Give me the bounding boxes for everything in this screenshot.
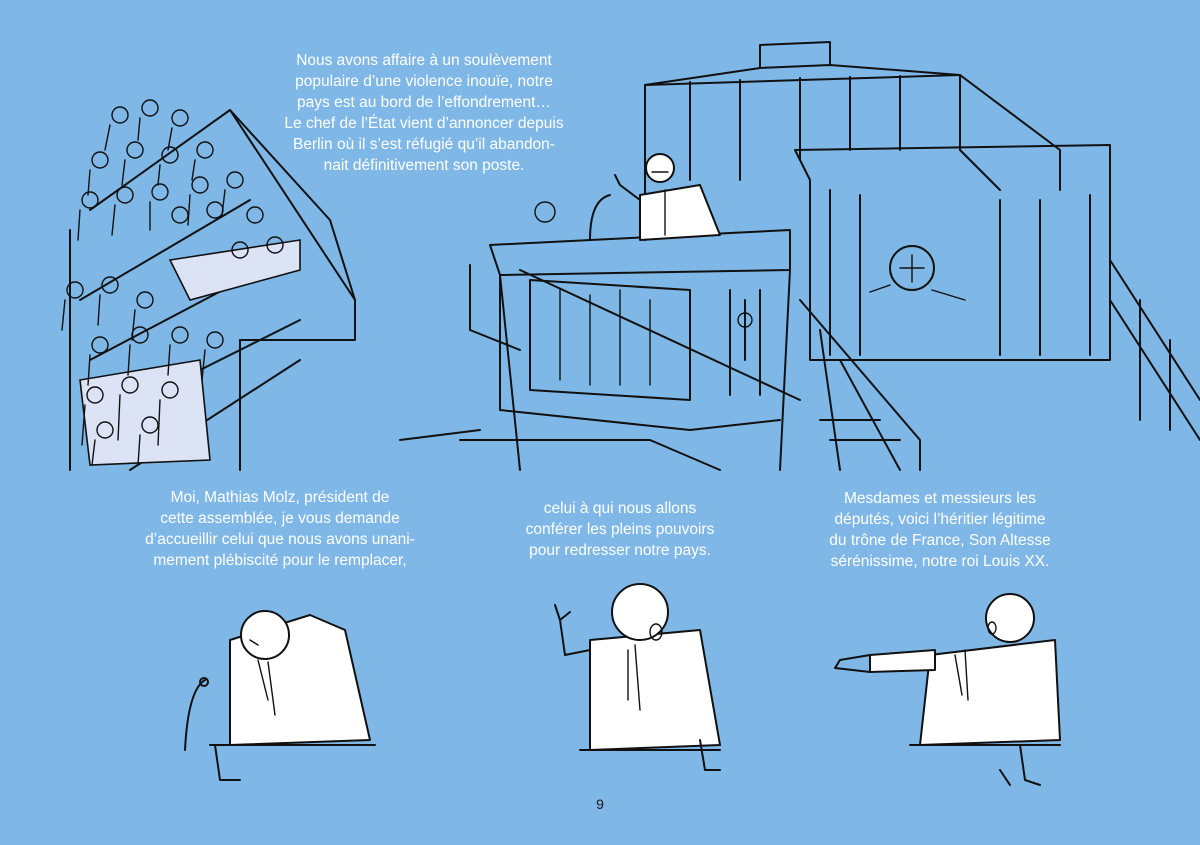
caption-line: d’accueillir celui que nous avons unani-	[145, 531, 415, 548]
caption-line: Nous avons affaire à un soulèvement	[296, 52, 552, 69]
caption-line: Le chef de l’État vient d’annoncer depui…	[284, 115, 564, 132]
caption-top: Nous avons affaire à un soulèvement popu…	[248, 50, 600, 176]
caption-line: populaire d’une violence inouïe, notre	[295, 73, 553, 90]
caption-panel-2: celui à qui nous allons conférer les ple…	[490, 498, 750, 561]
caption-line: mement plébiscité pour le remplacer,	[153, 552, 407, 569]
speaker-figure-3	[834, 593, 1061, 786]
caption-line: conférer les pleins pouvoirs	[525, 521, 715, 538]
caption-line: pour redresser notre pays.	[529, 542, 711, 559]
speaker-figure-2	[554, 583, 721, 771]
caption-line: pays est au bord de l’effondrement…	[297, 94, 551, 111]
tribune-structure	[644, 41, 1200, 471]
assembly-audience	[61, 99, 356, 471]
caption-line: cette assemblée, je vous demande	[160, 510, 400, 527]
caption-panel-1: Moi, Mathias Molz, président de cette as…	[120, 487, 440, 571]
speaker-podium	[399, 194, 801, 471]
page-number: 9	[596, 796, 604, 812]
orator-figure	[614, 153, 721, 241]
speaker-figure-1	[184, 610, 376, 781]
caption-line: Moi, Mathias Molz, président de	[170, 489, 390, 506]
caption-line: députés, voici l’héritier légitime	[834, 511, 1046, 528]
caption-line: Berlin où il s’est réfugié qu’il abandon…	[293, 136, 555, 153]
caption-line: celui à qui nous allons	[543, 500, 697, 517]
caption-line: nait définitivement son poste.	[323, 157, 525, 174]
caption-panel-3: Mesdames et messieurs les députés, voici…	[810, 488, 1070, 572]
caption-line: du trône de France, Son Altesse	[829, 532, 1051, 549]
caption-line: sérénissime, notre roi Louis XX.	[830, 553, 1050, 570]
caption-line: Mesdames et messieurs les	[843, 490, 1037, 507]
